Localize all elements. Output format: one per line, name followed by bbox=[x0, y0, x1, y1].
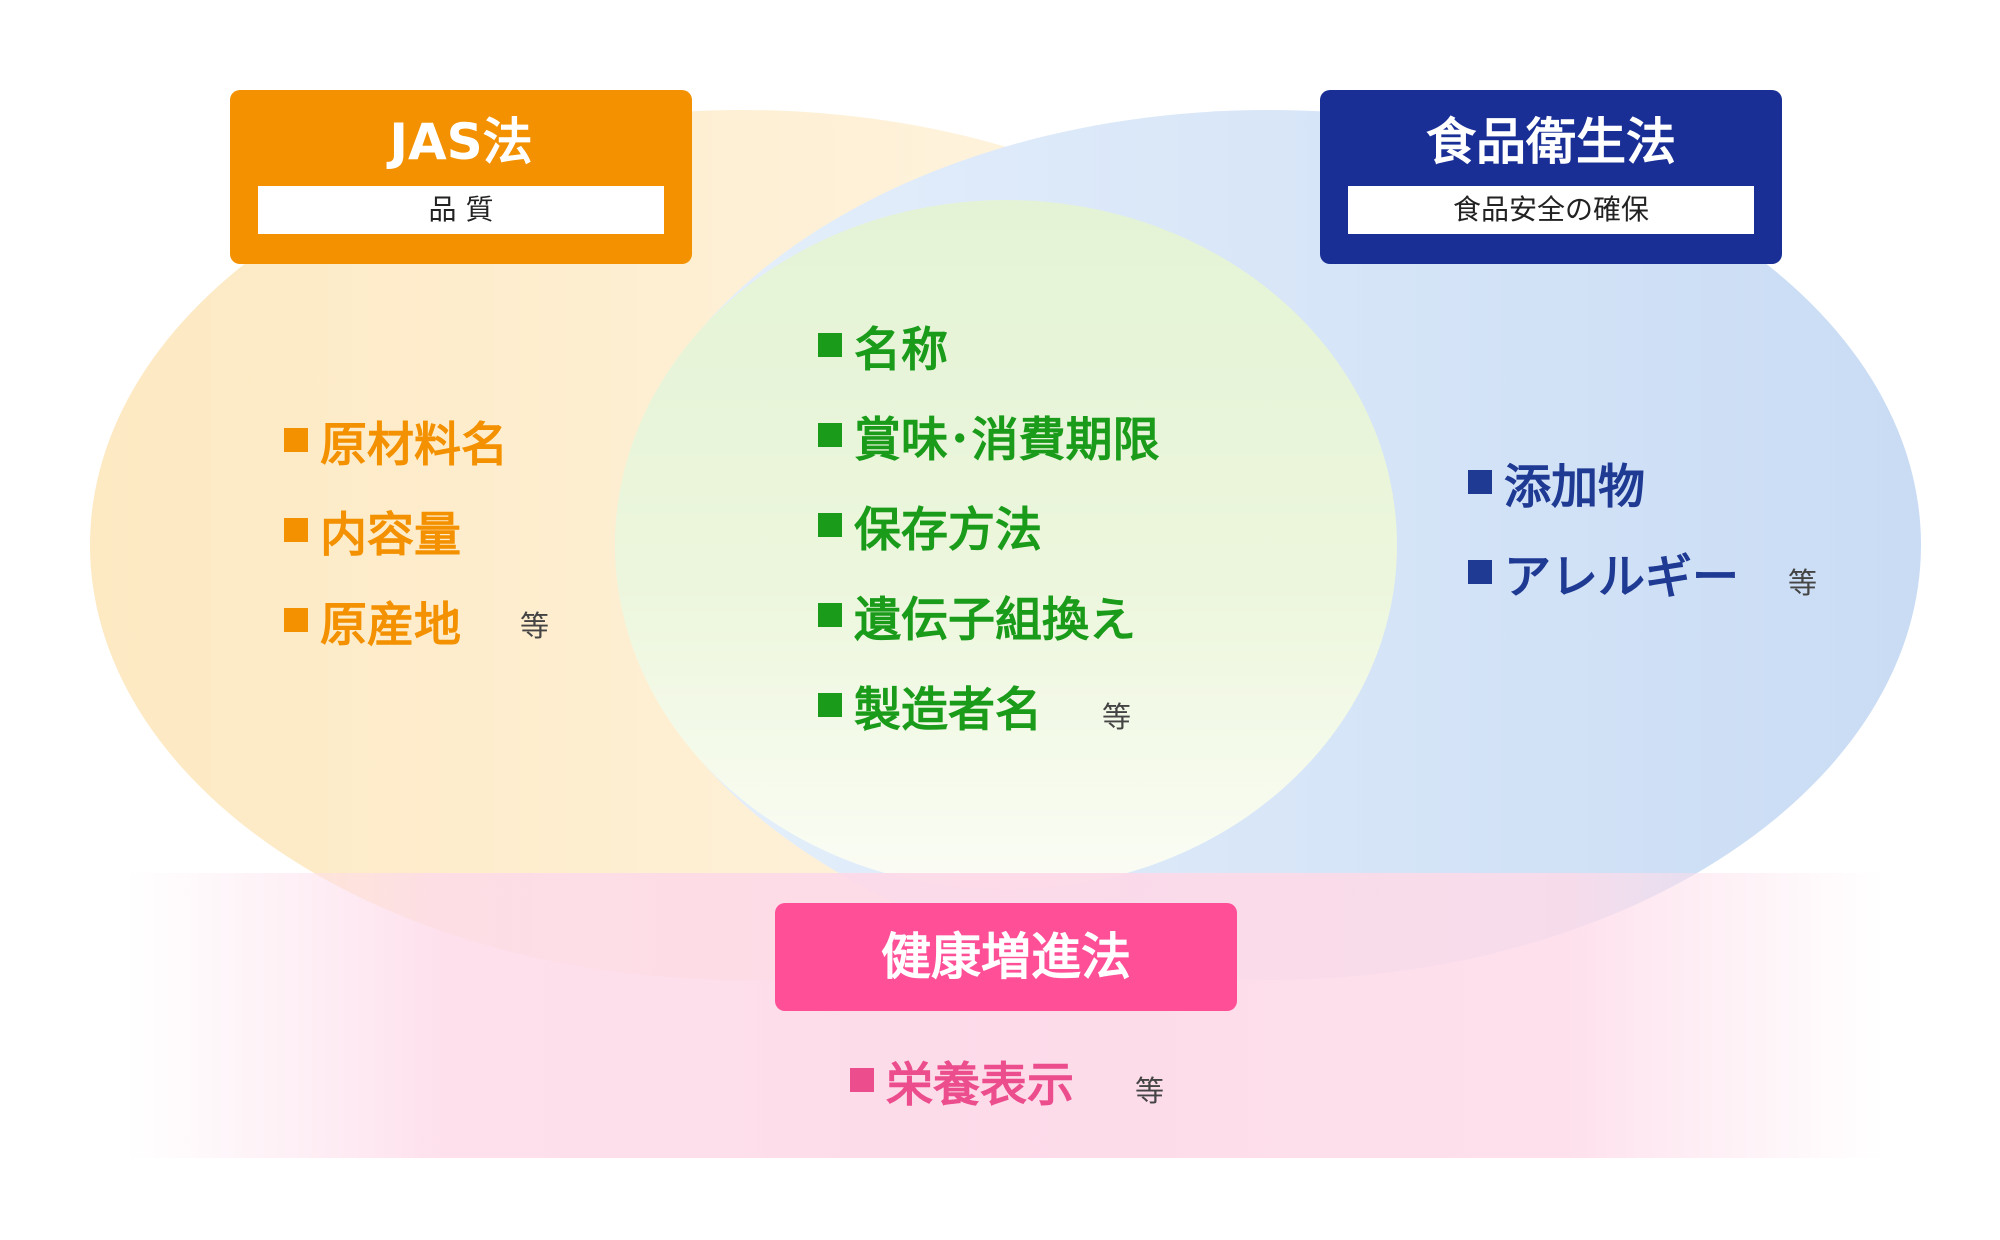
bullet-square-icon bbox=[850, 1068, 874, 1092]
shokuhin-etc: 等 bbox=[1788, 566, 1818, 600]
shokuhin-item: アレルギー bbox=[1468, 542, 1739, 605]
bullet-square-icon bbox=[818, 513, 842, 537]
common-item: 名称 bbox=[818, 315, 948, 378]
bullet-square-icon bbox=[284, 428, 308, 452]
kenko-item: 栄養表示 bbox=[850, 1050, 1074, 1113]
common-item: 製造者名 bbox=[818, 675, 1042, 738]
kenko-header: 健康増進法 bbox=[775, 903, 1237, 1011]
jas-item: 原産地 bbox=[284, 590, 461, 653]
bullet-square-icon bbox=[818, 693, 842, 717]
jas-header: JAS法 品 質 bbox=[230, 90, 692, 264]
shokuhin-item: 添加物 bbox=[1468, 452, 1645, 515]
common-item: 保存方法 bbox=[818, 495, 1042, 558]
jas-title: JAS法 bbox=[389, 113, 533, 171]
bullet-square-icon bbox=[284, 608, 308, 632]
bullet-square-icon bbox=[818, 603, 842, 627]
jas-item: 原材料名 bbox=[284, 410, 508, 473]
common-item-label: 保存方法 bbox=[854, 502, 1042, 558]
shokuhin-subtitle: 食品安全の確保 bbox=[1348, 186, 1754, 234]
shokuhin-item-label: 添加物 bbox=[1504, 459, 1645, 515]
shokuhin-header: 食品衛生法 食品安全の確保 bbox=[1320, 90, 1782, 264]
common-item-label: 遺伝子組換え bbox=[854, 592, 1136, 648]
bullet-square-icon bbox=[284, 518, 308, 542]
common-item: 賞味･消費期限 bbox=[818, 405, 1160, 468]
bullet-square-icon bbox=[1468, 560, 1492, 584]
common-item: 遺伝子組換え bbox=[818, 585, 1136, 648]
kenko-title: 健康増進法 bbox=[881, 928, 1131, 986]
jas-item-label: 原産地 bbox=[320, 597, 461, 653]
jas-subtitle: 品 質 bbox=[258, 186, 664, 234]
kenko-item-label: 栄養表示 bbox=[886, 1057, 1074, 1113]
jas-etc: 等 bbox=[520, 609, 550, 643]
common-item-label: 賞味･消費期限 bbox=[854, 412, 1160, 468]
common-item-label: 名称 bbox=[854, 322, 948, 378]
bullet-square-icon bbox=[1468, 470, 1492, 494]
kenko-etc: 等 bbox=[1135, 1074, 1165, 1108]
shokuhin-item-label: アレルギー bbox=[1504, 549, 1739, 605]
jas-item-label: 原材料名 bbox=[320, 417, 508, 473]
bullet-square-icon bbox=[818, 333, 842, 357]
jas-item-label: 内容量 bbox=[320, 507, 461, 563]
jas-item: 内容量 bbox=[284, 500, 461, 563]
bullet-square-icon bbox=[818, 423, 842, 447]
common-ellipse bbox=[615, 200, 1397, 890]
common-etc: 等 bbox=[1102, 700, 1132, 734]
common-item-label: 製造者名 bbox=[854, 682, 1042, 738]
shokuhin-title: 食品衛生法 bbox=[1426, 113, 1676, 171]
